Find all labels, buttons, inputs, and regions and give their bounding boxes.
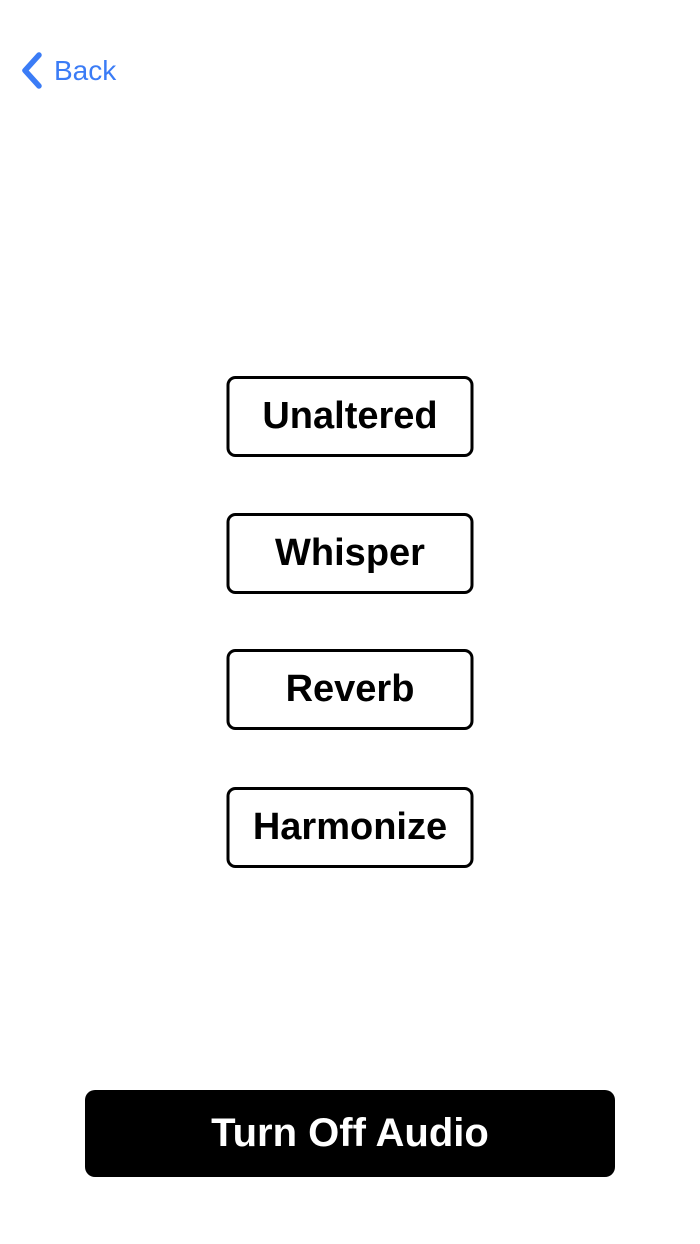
- chevron-left-icon: [20, 52, 42, 89]
- effect-button-whisper[interactable]: Whisper: [226, 513, 474, 594]
- turn-off-audio-button[interactable]: Turn Off Audio: [85, 1090, 615, 1177]
- effect-button-label: Harmonize: [252, 806, 448, 848]
- effect-button-label: Whisper: [275, 532, 425, 574]
- effect-button-label: Reverb: [285, 668, 415, 710]
- effect-button-harmonize[interactable]: Harmonize: [226, 787, 474, 868]
- effect-button-reverb[interactable]: Reverb: [226, 649, 474, 730]
- turn-off-audio-label: Turn Off Audio: [211, 1111, 489, 1155]
- effect-button-unaltered[interactable]: Unaltered: [226, 376, 474, 457]
- back-button[interactable]: Back: [20, 52, 116, 89]
- effect-button-label: Unaltered: [262, 395, 438, 437]
- back-button-label: Back: [54, 54, 117, 86]
